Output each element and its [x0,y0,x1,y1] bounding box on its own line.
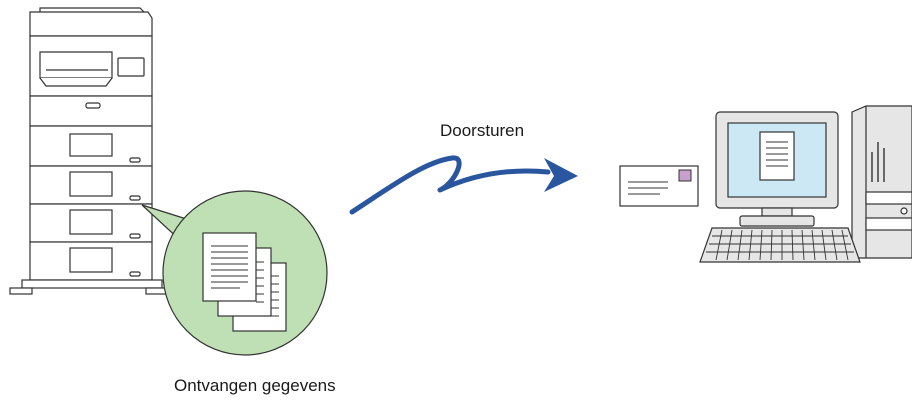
received-data-label: Ontvangen gegevens [174,376,336,395]
desktop-computer-icon [699,105,912,263]
multifunction-printer-icon [9,7,169,295]
envelope-icon [619,165,699,207]
forward-label: Doorsturen [440,121,525,140]
received-documents-icon [141,190,328,356]
forward-arrow-icon [349,155,578,215]
